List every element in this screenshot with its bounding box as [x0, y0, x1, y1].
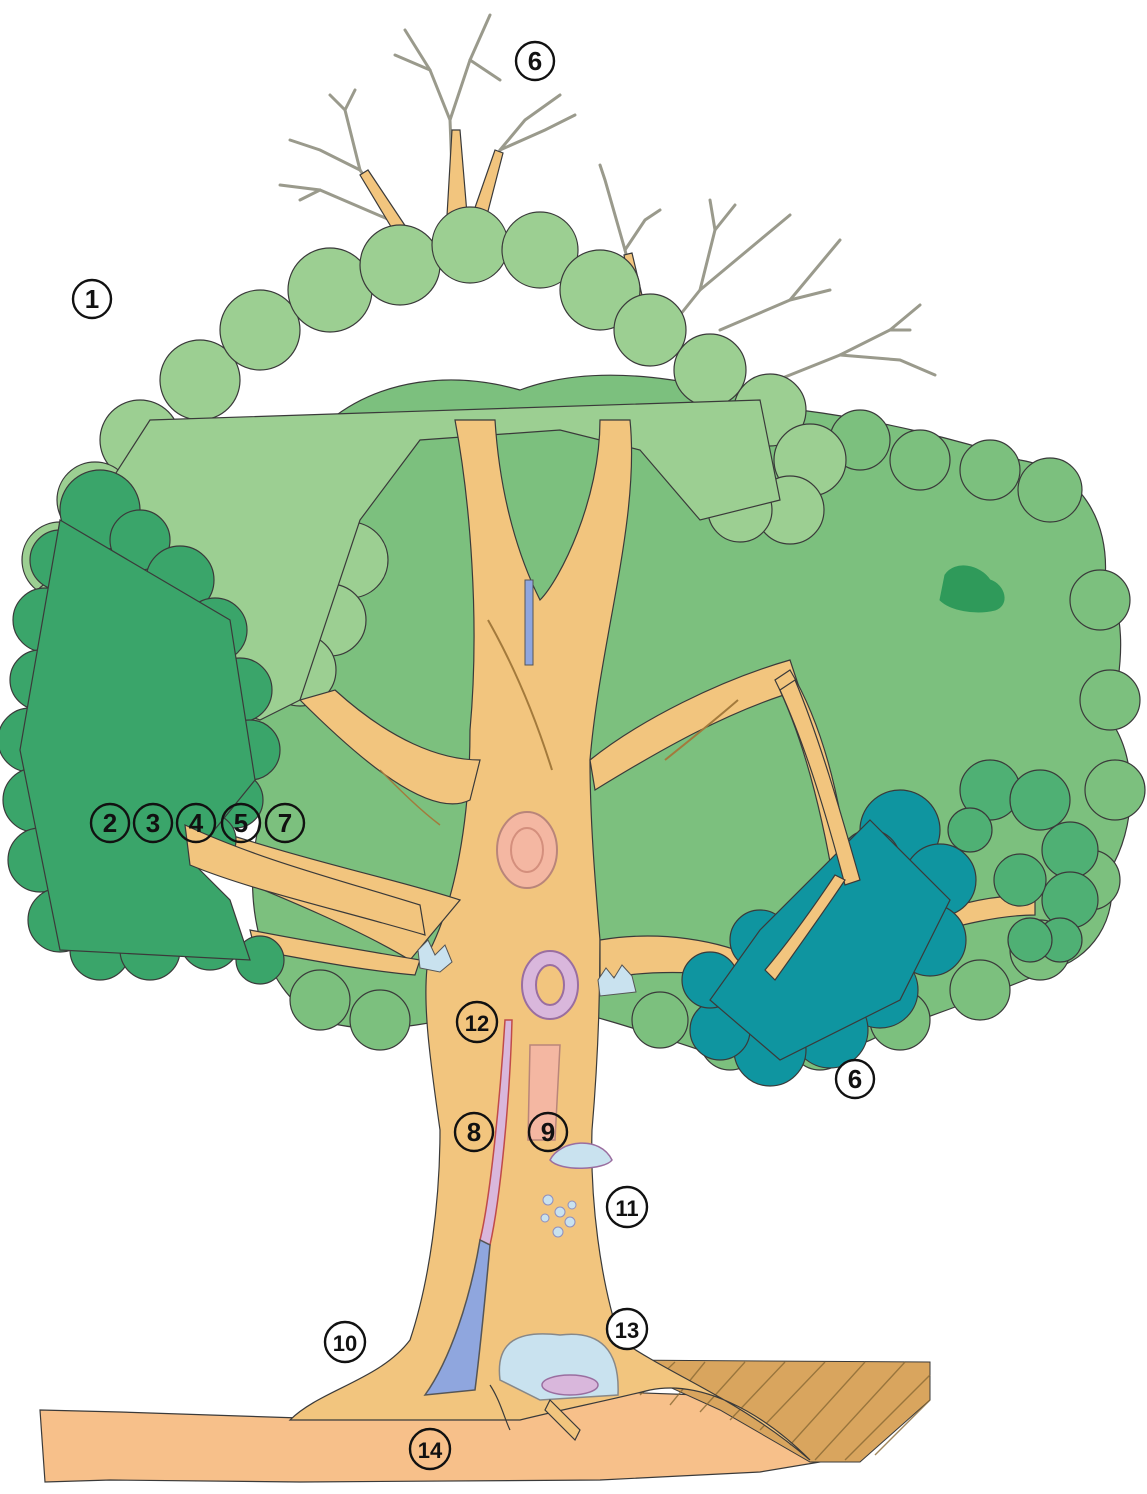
crack-blue	[525, 580, 533, 665]
wound-pink	[497, 812, 557, 888]
svg-text:10: 10	[333, 1331, 357, 1356]
svg-text:1: 1	[85, 284, 99, 314]
marker-6-right: 6	[836, 1060, 874, 1098]
svg-text:7: 7	[278, 808, 292, 838]
svg-text:6: 6	[848, 1064, 862, 1094]
marker-10: 10	[325, 1322, 365, 1362]
marker-1: 1	[73, 280, 111, 318]
svg-text:9: 9	[541, 1117, 555, 1147]
svg-text:5: 5	[234, 808, 248, 838]
svg-text:2: 2	[103, 808, 117, 838]
marker-11: 11	[607, 1187, 647, 1227]
svg-text:8: 8	[467, 1117, 481, 1147]
marker-6-top: 6	[516, 42, 554, 80]
svg-text:12: 12	[465, 1011, 489, 1036]
svg-text:11: 11	[615, 1196, 638, 1221]
marker-13: 13	[607, 1309, 647, 1349]
svg-text:6: 6	[528, 46, 542, 76]
svg-text:13: 13	[615, 1318, 639, 1343]
svg-text:3: 3	[146, 808, 160, 838]
svg-text:4: 4	[189, 808, 204, 838]
svg-text:14: 14	[418, 1438, 443, 1463]
